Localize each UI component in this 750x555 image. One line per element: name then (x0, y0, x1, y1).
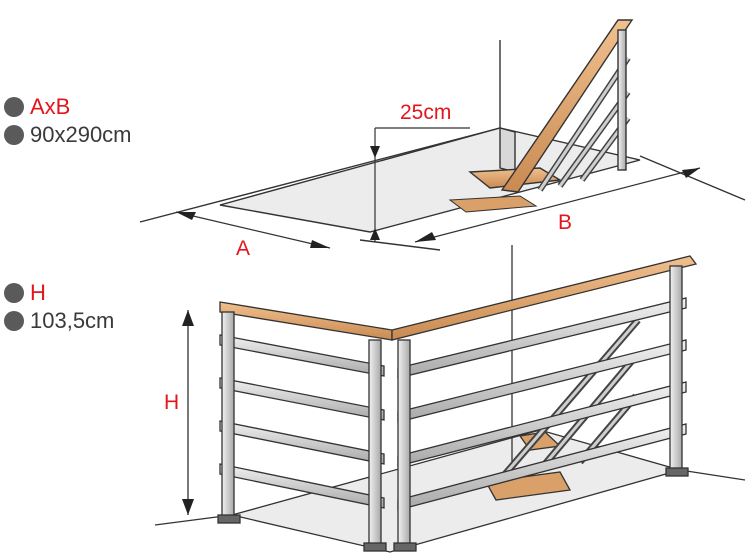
bullet-icon (4, 283, 24, 303)
dimension-b-label: B (558, 211, 573, 234)
bullet-icon (4, 97, 24, 117)
top-view-opening (139, 19, 746, 251)
legend-h-label: H (30, 280, 46, 305)
legend-ab-label: AxB (30, 94, 71, 119)
legend-ab-label-row: AxB (4, 96, 70, 118)
legend-ab-value: 90x290cm (30, 122, 132, 147)
dimension-h-label: H (164, 391, 180, 414)
bullet-icon (4, 125, 24, 145)
legend-h-value: 103,5cm (30, 308, 115, 333)
legend-h-label-row: H (4, 282, 46, 304)
bullet-icon (4, 311, 24, 331)
dimension-a-label: A (236, 237, 251, 260)
legend-h-value-row: 103,5cm (4, 310, 114, 332)
railing-assembly (154, 245, 746, 553)
dimension-offset-label: 25cm (400, 101, 452, 124)
legend-ab-value-row: 90x290cm (4, 124, 132, 146)
